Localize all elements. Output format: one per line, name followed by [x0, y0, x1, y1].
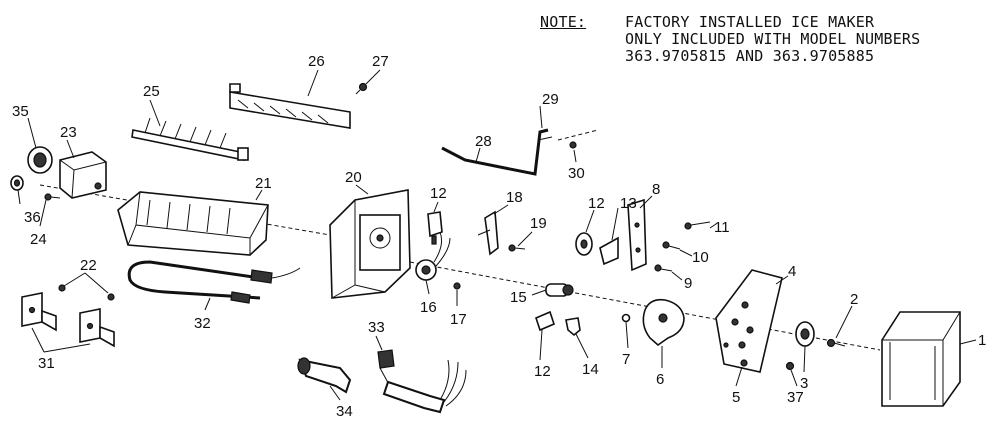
part-15-valve [545, 283, 574, 297]
label-1: 1 [978, 332, 986, 349]
label-33: 33 [368, 319, 385, 336]
part-1-cover [881, 311, 961, 407]
label-29: 29 [542, 91, 559, 108]
note-line-2: ONLY INCLUDED WITH MODEL NUMBERS [625, 30, 921, 48]
part-3-gear [795, 321, 815, 347]
label-21: 21 [255, 175, 272, 192]
label-24: 24 [30, 231, 47, 248]
part-5-screw [740, 359, 748, 367]
part-11-screw [684, 221, 711, 230]
label-10: 10 [692, 249, 709, 266]
label-13: 13 [620, 195, 637, 212]
part-25-ejector [131, 117, 249, 161]
note-line-1: FACTORY INSTALLED ICE MAKER [625, 13, 875, 31]
label-19: 19 [530, 215, 547, 232]
label-12-cam: 12 [588, 195, 605, 212]
part-19-screw [508, 244, 526, 252]
label-26: 26 [308, 53, 325, 70]
note-line-3: 363.9705815 AND 363.9705885 [625, 47, 875, 65]
part-10-screw [662, 241, 681, 250]
label-3: 3 [800, 375, 808, 392]
part-13-arm [599, 236, 619, 266]
label-18: 18 [506, 189, 523, 206]
part-31-brackets [21, 292, 115, 348]
part-27-screw [355, 82, 368, 95]
label-2: 2 [850, 291, 858, 308]
label-15: 15 [510, 289, 527, 306]
part-7-washer [621, 313, 631, 323]
part-21-mold [117, 191, 269, 256]
part-20-housing [329, 189, 411, 299]
label-34: 34 [336, 403, 353, 420]
part-4-mounting-plate [715, 269, 783, 373]
label-11: 11 [714, 219, 730, 236]
label-8: 8 [652, 181, 660, 198]
label-12-upper: 12 [430, 185, 447, 202]
part-12-switch-upper [427, 211, 443, 245]
part-18-lever [477, 210, 499, 256]
label-9: 9 [684, 275, 692, 292]
assembly-axis-2 [409, 261, 881, 351]
part-labels: 35 23 25 26 27 36 24 21 20 22 31 32 12 1… [12, 53, 986, 420]
note-label: NOTE: [540, 13, 587, 31]
part-12-cam [575, 232, 593, 256]
label-17: 17 [450, 311, 467, 328]
label-6: 6 [656, 371, 664, 388]
label-22: 22 [80, 257, 97, 274]
part-9-screw [654, 264, 673, 272]
label-31: 31 [38, 355, 55, 372]
wiring-harness [382, 359, 467, 414]
part-28-29-shutoff-arm [441, 128, 553, 176]
label-7: 7 [622, 351, 630, 368]
part-17-screw [453, 282, 461, 290]
part-36-washer [10, 175, 24, 191]
label-20: 20 [345, 169, 362, 186]
label-16: 16 [420, 299, 437, 316]
label-27: 27 [372, 53, 389, 70]
part-2-screw [826, 338, 846, 348]
part-34-fill-tube [297, 357, 352, 394]
label-35: 35 [12, 103, 29, 120]
label-4: 4 [788, 263, 796, 280]
label-25: 25 [143, 83, 160, 100]
label-37: 37 [787, 389, 804, 406]
part-6-timer [642, 298, 685, 347]
label-23: 23 [60, 124, 77, 141]
part-14-clip [565, 317, 581, 337]
part-22-screws [58, 284, 115, 301]
label-30: 30 [568, 165, 585, 182]
label-5: 5 [732, 389, 740, 406]
part-23-housing [59, 151, 107, 199]
part-24-screw [44, 193, 61, 201]
part-37-nut [785, 361, 795, 371]
part-32-heater [127, 260, 301, 304]
part-8-bracket [627, 198, 647, 272]
part-12-switch-lower [535, 310, 555, 332]
part-30-screw [557, 129, 599, 149]
part-35-ring [27, 146, 53, 174]
label-12-lower: 12 [534, 363, 551, 380]
part-26-stripper [229, 83, 351, 129]
leader-lines [17, 69, 977, 401]
label-28: 28 [475, 133, 492, 150]
label-36: 36 [24, 209, 41, 226]
label-32: 32 [194, 315, 211, 332]
label-14: 14 [582, 361, 599, 378]
